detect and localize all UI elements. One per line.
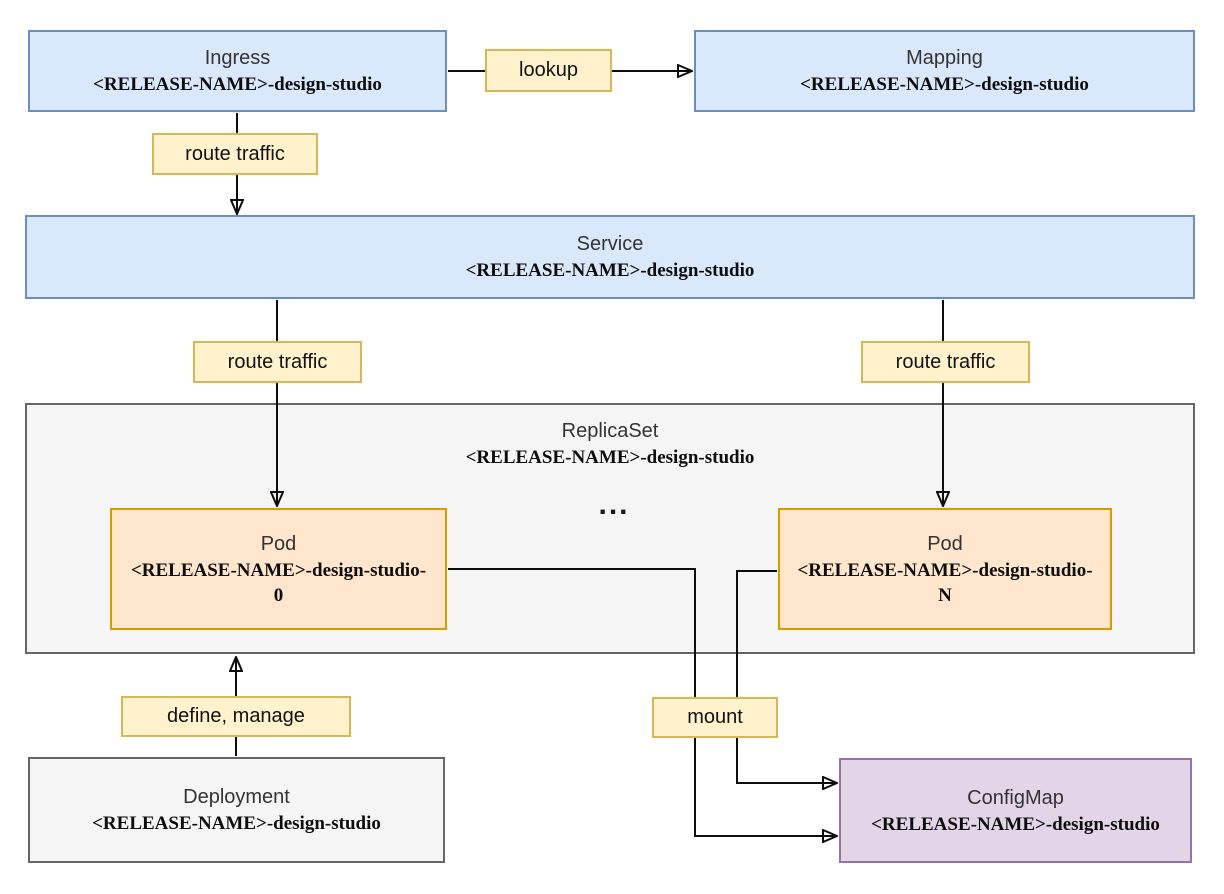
edge-label-lookup: lookup — [485, 49, 612, 92]
pod-0-title: Pod — [260, 532, 297, 555]
node-service: Service <RELEASE-NAME>-design-studio — [25, 215, 1195, 299]
node-mapping: Mapping <RELEASE-NAME>-design-studio — [694, 30, 1195, 112]
mapping-subtitle: <RELEASE-NAME>-design-studio — [800, 74, 1089, 96]
ingress-subtitle: <RELEASE-NAME>-design-studio — [93, 74, 382, 96]
node-configmap: ConfigMap <RELEASE-NAME>-design-studio — [839, 758, 1192, 863]
node-pod-0: Pod <RELEASE-NAME>-design-studio- 0 — [110, 508, 447, 630]
node-ingress: Ingress <RELEASE-NAME>-design-studio — [28, 30, 447, 112]
replicaset-subtitle: <RELEASE-NAME>-design-studio — [465, 447, 755, 468]
configmap-subtitle: <RELEASE-NAME>-design-studio — [871, 813, 1160, 835]
pods-ellipsis: ... — [598, 488, 630, 521]
edge-label-define-manage: define, manage — [121, 696, 351, 737]
node-pod-n: Pod <RELEASE-NAME>-design-studio- N — [778, 508, 1112, 630]
mapping-title: Mapping — [906, 47, 983, 70]
pod-n-subtitle: <RELEASE-NAME>-design-studio- — [797, 559, 1093, 581]
edge-label-mount: mount — [652, 697, 778, 738]
node-deployment: Deployment <RELEASE-NAME>-design-studio — [28, 757, 445, 863]
service-subtitle: <RELEASE-NAME>-design-studio — [465, 260, 755, 282]
edge-label-route-traffic-ingress: route traffic — [152, 133, 318, 175]
ingress-title: Ingress — [204, 47, 271, 70]
replicaset-title: ReplicaSet — [561, 420, 659, 442]
pod-n-title: Pod — [927, 532, 963, 555]
pod-0-subtitle: <RELEASE-NAME>-design-studio- — [130, 559, 427, 581]
pod-n-suffix: N — [938, 584, 952, 606]
deployment-title: Deployment — [183, 786, 290, 809]
service-title: Service — [576, 233, 644, 256]
pod-0-suffix: 0 — [273, 584, 284, 606]
edge-label-route-traffic-right: route traffic — [861, 341, 1030, 383]
deployment-subtitle: <RELEASE-NAME>-design-studio — [92, 813, 381, 835]
configmap-title: ConfigMap — [967, 786, 1064, 809]
edge-label-route-traffic-left: route traffic — [193, 341, 362, 383]
